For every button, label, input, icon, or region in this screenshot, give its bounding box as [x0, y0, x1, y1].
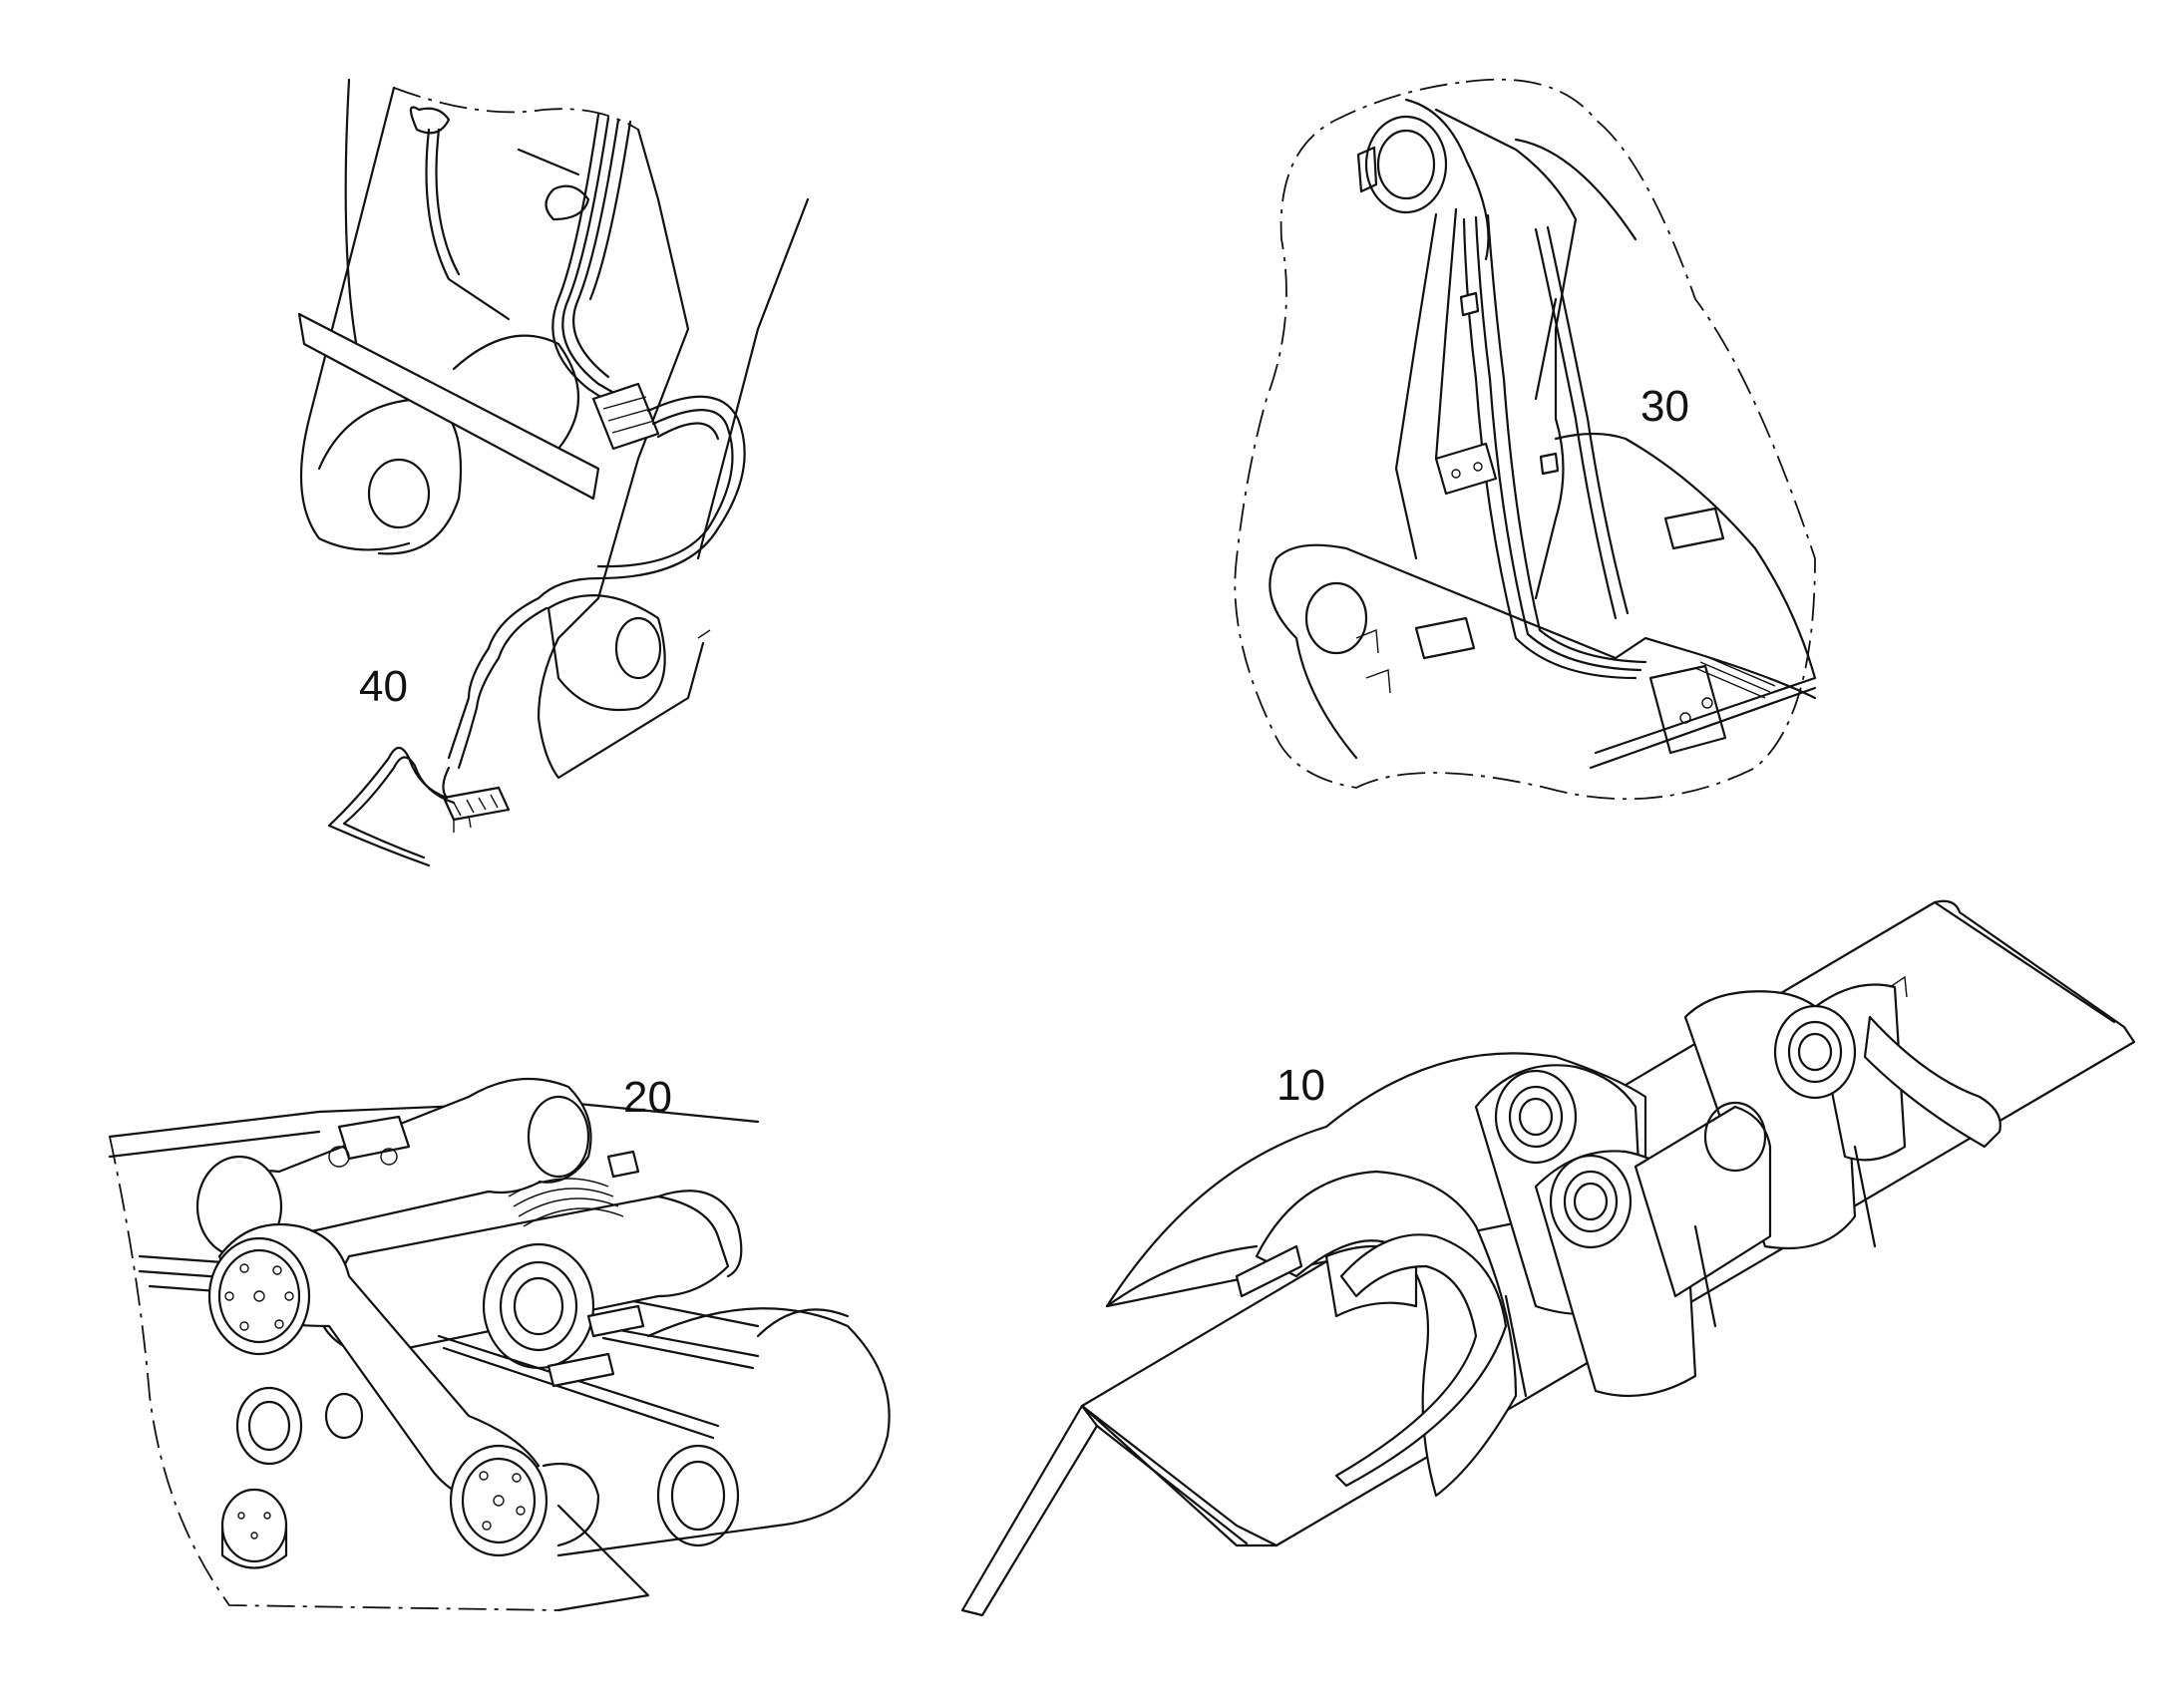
view-40-label: 40: [359, 662, 408, 711]
view-10-label: 10: [1276, 1061, 1325, 1110]
view-40-drawing: [297, 78, 810, 867]
view-10-drawing: [960, 899, 2136, 1617]
view-30-drawing: [1234, 78, 1817, 801]
view-20-drawing: [108, 1077, 891, 1612]
view-30-label: 30: [1640, 382, 1689, 431]
view-20-label: 20: [623, 1073, 672, 1122]
